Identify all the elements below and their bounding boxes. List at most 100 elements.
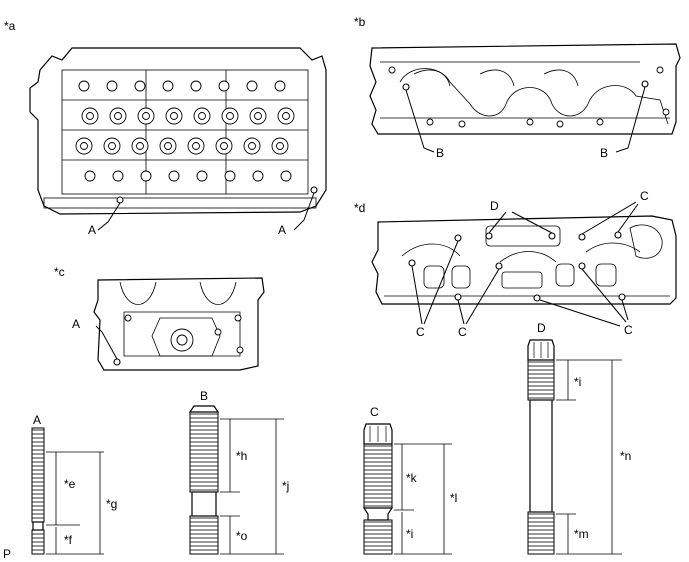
callout-b-1: B [436,146,444,160]
exhaust-corner-boss [629,224,663,259]
stud-b-label: B [200,389,208,403]
view-a-label: *a [4,19,16,33]
stud-hole-a-2 [310,186,318,194]
view-d-label: *d [354,201,365,215]
exhaust-pocket-3 [501,271,543,289]
stud-b: B *h *o *j [188,389,289,555]
view-b-intake-side: *b B B [354,15,681,160]
top-hole-inner-1-7 [282,112,290,120]
stud-d-lower-thread [527,511,555,555]
top-hole-3-3 [168,170,180,182]
stud-c-dim-l-label: *l [450,491,457,505]
leader-c-5 [465,268,500,325]
callout-a-2: A [278,223,286,237]
exhaust-pocket-5 [595,263,617,287]
stud-a-shank [32,521,44,531]
leader-c-7 [581,268,627,323]
stud-a-dim-f-label: *f [64,533,73,547]
top-hole-inner-1-4 [198,112,206,120]
stud-hole-c-1 [578,233,586,241]
top-hole-0-2 [134,80,146,92]
intake-small-hole-1 [426,118,434,126]
leader-c-3 [423,240,459,325]
intake-side-outline [369,43,681,135]
end-center-bore-inner [176,334,188,346]
callout-d: D [490,199,499,213]
top-hole-3-6 [252,170,264,182]
top-hole-inner-1-3 [170,112,178,120]
stud-b-dim-o-label: *o [236,529,248,543]
leader-a-2 [293,192,315,231]
intake-small-hole-4 [556,120,564,128]
intake-small-hole-7 [662,108,670,116]
stud-d-upper-thread [527,359,555,401]
intake-small-hole-5 [596,118,604,126]
top-hole-inner-1-0 [86,112,94,120]
end-hole-4 [214,328,222,336]
end-view-outline [93,277,265,371]
stud-d-dim-m-label: *m [574,527,589,541]
top-hole-inner-2-2 [136,142,144,150]
top-hole-3-4 [196,170,208,182]
stud-d-shank [529,399,553,513]
top-hole-inner-2-6 [248,142,256,150]
stud-hole-c-9 [533,294,541,302]
top-hole-inner-2-1 [108,142,116,150]
top-hole-inner-1-5 [226,112,234,120]
stud-hole-c-7 [578,262,586,270]
top-hole-0-4 [190,80,202,92]
end-hole-1 [124,314,132,322]
top-hole-inner-2-0 [80,142,88,150]
leader-c-1 [581,201,637,235]
top-bolt-holes [75,80,295,182]
top-hole-3-7 [280,170,292,182]
top-hole-3-1 [112,170,124,182]
top-hole-inner-2-5 [220,142,228,150]
top-hole-0-6 [246,80,258,92]
stud-a-upper-thread [31,427,45,523]
end-center-boss [151,317,221,357]
callout-c-3: C [458,325,467,339]
leader-c-2 [617,203,639,233]
leader-c-6 [457,299,465,325]
end-cam-bores [119,281,237,305]
exhaust-port-arcs [401,242,641,263]
callout-b-2: B [600,146,608,160]
stud-d-dim-i-label: *i [574,375,581,389]
view-b-label: *b [354,15,366,29]
top-hole-0-7 [274,80,286,92]
top-hole-3-0 [84,170,96,182]
stud-c-dim-i-label: *i [406,527,413,541]
leader-c-8 [621,299,629,321]
cylinder-head-top-outline [29,47,327,215]
stud-d-dim-n-label: *n [620,449,631,463]
leader-c-9 [539,299,621,327]
leader-b-1 [405,89,435,153]
view-c-end: *c A [54,265,265,371]
stud-a: A *e *f *g [31,413,117,555]
callout-c-1: C [640,189,649,203]
leader-a-1 [97,202,121,231]
intake-holes [388,66,670,128]
callout-a-3: A [72,317,80,331]
callout-c-4: C [624,323,633,337]
top-bottom-flange [43,197,317,209]
stud-hole-b-2 [641,80,649,88]
stud-hole-c-6 [454,293,462,301]
stud-b-upper-thread [189,411,219,493]
top-hole-0-0 [78,80,90,92]
top-hole-inner-2-3 [164,142,172,150]
end-hole-2 [234,314,242,322]
top-hole-inner-1-6 [254,112,262,120]
stud-a-label: A [33,413,41,427]
corner-mark: P [3,547,11,561]
exhaust-pocket-2 [451,265,471,289]
top-hole-0-5 [218,80,230,92]
stud-b-lower-thread [189,515,219,555]
top-hole-0-1 [106,80,118,92]
top-hole-inner-2-7 [276,142,284,150]
stud-b-dim-j-label: *j [282,479,289,493]
exhaust-side-outline [371,215,677,305]
leader-b-2 [615,86,646,153]
